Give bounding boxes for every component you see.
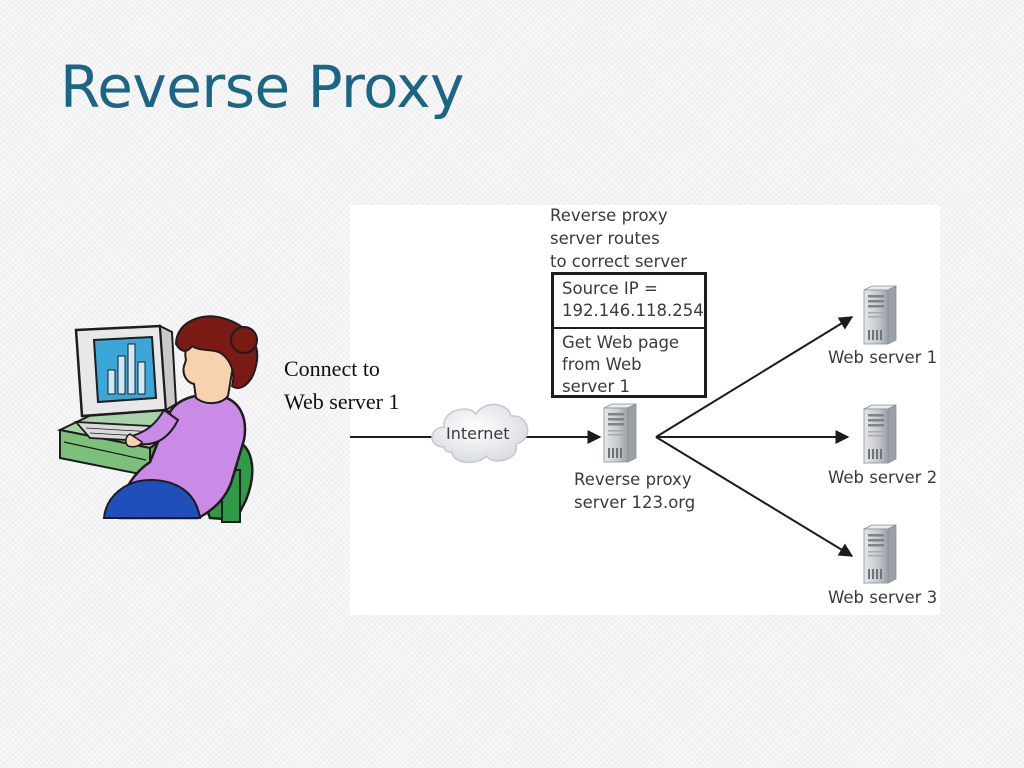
web-server-1-label: Web server 1 [828,348,938,367]
web-server-3-label: Web server 3 [828,588,938,607]
server-icon [863,404,897,464]
server-icon [863,524,897,584]
packet-body-request: Get Web page from Web server 1 [562,333,680,396]
proxy-routing-note: Reverse proxy server routes to correct s… [550,206,688,271]
server-icon [603,403,637,463]
internet-label: Internet [446,424,510,443]
packet-header-source-ip: Source IP = 192.146.118.254 [554,275,704,329]
cloud-icon [431,403,529,464]
user-at-computer-clipart [56,315,259,523]
server-icon [863,285,897,345]
connect-note: Connect to Web server 1 [284,356,400,414]
web-server-2-label: Web server 2 [828,468,938,487]
slide-title: Reverse Proxy [60,53,464,121]
proxy-to-server-1-arrow [655,316,854,438]
request-packet-box: Source IP = 192.146.118.254 Get Web page… [551,272,707,398]
reverse-proxy-label: Reverse proxy server 123.org [574,470,696,512]
proxy-to-server-3-arrow [655,436,854,557]
